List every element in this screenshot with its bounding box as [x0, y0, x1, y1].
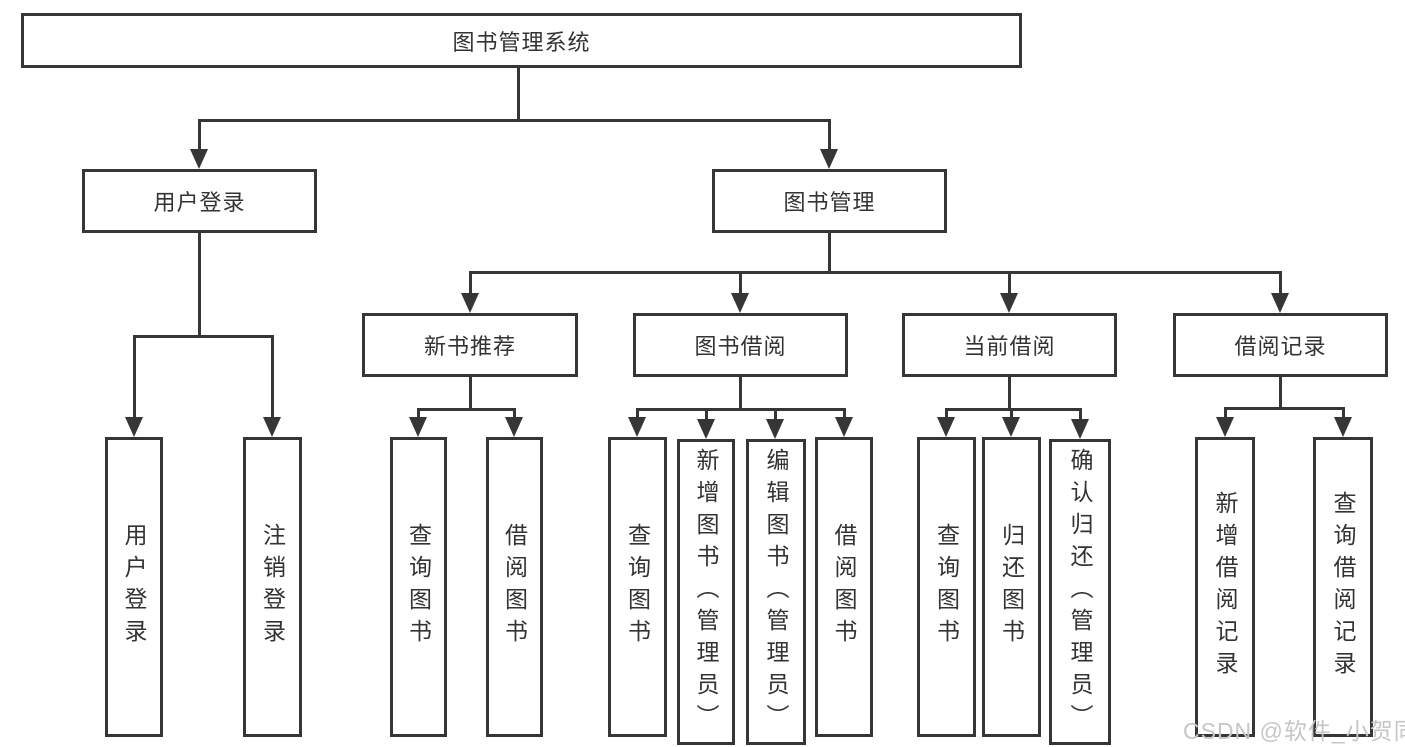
- leaf-label: 新增图书（管理员）: [693, 448, 719, 736]
- connector-stem-leaf: [417, 408, 420, 421]
- leaf-label: 用户登录: [121, 523, 147, 651]
- leaf-label: 归还图书: [998, 523, 1025, 651]
- node-user-login-label: 用户登录: [153, 190, 246, 215]
- arrow-down-icon: [1334, 417, 1352, 437]
- leaf-user-login: 用户登录: [105, 437, 163, 737]
- node-current-borrow-label: 当前借阅: [963, 334, 1056, 359]
- connector-borrow-record-stem: [1279, 377, 1282, 408]
- arrow-down-icon: [190, 149, 208, 169]
- connector-stem-borrow-record: [1279, 271, 1282, 297]
- leaf-label: 借阅图书: [501, 523, 528, 651]
- leaf-query-book-borrow: 查询图书: [608, 437, 667, 737]
- connector-stem-current-borrow: [1008, 271, 1011, 297]
- connector-stem-book-borrow: [739, 271, 742, 297]
- node-new-book-recommend: 新书推荐: [362, 313, 578, 377]
- connector-user-login-bar: [133, 335, 274, 338]
- leaf-query-current-borrow: 查询图书: [917, 437, 976, 737]
- node-root-label: 图书管理系统: [452, 29, 591, 55]
- connector-book-borrow-stem: [739, 377, 742, 408]
- connector-stem-leaf: [1079, 408, 1082, 423]
- connector-current-borrow-stem: [1008, 377, 1011, 408]
- node-book-borrow-label: 图书借阅: [694, 334, 787, 359]
- connector-stem-leaf: [774, 408, 777, 423]
- connector-borrow-record-bar: [1224, 407, 1345, 410]
- node-book-management-label: 图书管理: [783, 190, 876, 215]
- watermark: CSDN @软件_小贺同学: [1183, 718, 1405, 744]
- connector-new-book-bar: [417, 408, 516, 411]
- leaf-return-book: 归还图书: [982, 437, 1041, 737]
- connector-stem-leaf-login: [133, 335, 136, 421]
- leaf-label: 确认归还（管理员）: [1067, 448, 1093, 736]
- arrow-down-icon: [937, 417, 955, 437]
- arrow-down-icon: [1002, 417, 1020, 437]
- connector-new-book-stem: [469, 377, 472, 408]
- connector-stem-new-book: [469, 271, 472, 297]
- arrow-down-icon: [461, 293, 479, 313]
- connector-book-management-stem: [828, 233, 831, 271]
- leaf-label: 新增借阅记录: [1212, 491, 1238, 683]
- node-borrow-record-label: 借阅记录: [1234, 334, 1327, 359]
- connector-current-borrow-bar: [945, 408, 1082, 411]
- connector-stem-leaf: [1224, 407, 1227, 421]
- connector-book-borrow-bar: [636, 408, 846, 411]
- leaf-borrow-book: 借阅图书: [815, 437, 873, 737]
- node-root: 图书管理系统: [21, 13, 1022, 68]
- leaf-label: 查询图书: [405, 523, 432, 651]
- connector-root-stem: [517, 68, 520, 119]
- leaf-label: 编辑图书（管理员）: [763, 448, 789, 736]
- leaf-label: 注销登录: [259, 523, 286, 651]
- connector-stem-book-management: [828, 119, 831, 153]
- connector-stem-leaf-logout: [271, 335, 274, 421]
- arrow-down-icon: [1216, 417, 1234, 437]
- connector-stem-leaf: [1010, 408, 1013, 421]
- leaf-query-book-recommend: 查询图书: [390, 437, 447, 737]
- node-borrow-record: 借阅记录: [1173, 313, 1388, 377]
- leaf-logout: 注销登录: [243, 437, 302, 737]
- arrow-down-icon: [731, 293, 749, 313]
- leaf-query-borrow-record: 查询借阅记录: [1313, 437, 1373, 737]
- node-book-management: 图书管理: [712, 169, 947, 233]
- connector-stem-leaf: [705, 408, 708, 423]
- connector-stem-leaf: [636, 408, 639, 421]
- arrow-down-icon: [263, 417, 281, 437]
- arrow-down-icon: [1071, 419, 1089, 439]
- node-user-login: 用户登录: [82, 169, 317, 233]
- connector-stem-leaf: [945, 408, 948, 421]
- arrow-down-icon: [697, 419, 715, 439]
- arrow-down-icon: [628, 417, 646, 437]
- leaf-label: 查询借阅记录: [1330, 491, 1356, 683]
- connector-level3-bar: [469, 271, 1282, 274]
- node-new-book-recommend-label: 新书推荐: [423, 334, 516, 359]
- leaf-add-borrow-record: 新增借阅记录: [1195, 437, 1255, 737]
- leaf-borrow-book-recommend: 借阅图书: [486, 437, 543, 737]
- connector-user-login-stem: [198, 233, 201, 335]
- leaf-add-book-admin: 新增图书（管理员）: [677, 439, 735, 745]
- leaf-edit-book-admin: 编辑图书（管理员）: [746, 439, 806, 745]
- arrow-down-icon: [820, 149, 838, 169]
- leaf-label: 查询图书: [933, 523, 960, 651]
- arrow-down-icon: [835, 417, 853, 437]
- arrow-down-icon: [1000, 293, 1018, 313]
- leaf-confirm-return-admin: 确认归还（管理员）: [1049, 439, 1111, 745]
- connector-stem-leaf: [843, 408, 846, 421]
- arrow-down-icon: [409, 417, 427, 437]
- connector-stem-leaf: [513, 408, 516, 421]
- connector-level2-bar: [198, 119, 831, 122]
- leaf-label: 查询图书: [624, 523, 651, 651]
- connector-stem-leaf: [1342, 407, 1345, 421]
- arrow-down-icon: [1271, 293, 1289, 313]
- node-book-borrow: 图书借阅: [633, 313, 848, 377]
- node-current-borrow: 当前借阅: [902, 313, 1117, 377]
- arrow-down-icon: [125, 417, 143, 437]
- leaf-label: 借阅图书: [831, 523, 857, 651]
- arrow-down-icon: [505, 417, 523, 437]
- arrow-down-icon: [766, 419, 784, 439]
- connector-stem-user-login: [198, 119, 201, 153]
